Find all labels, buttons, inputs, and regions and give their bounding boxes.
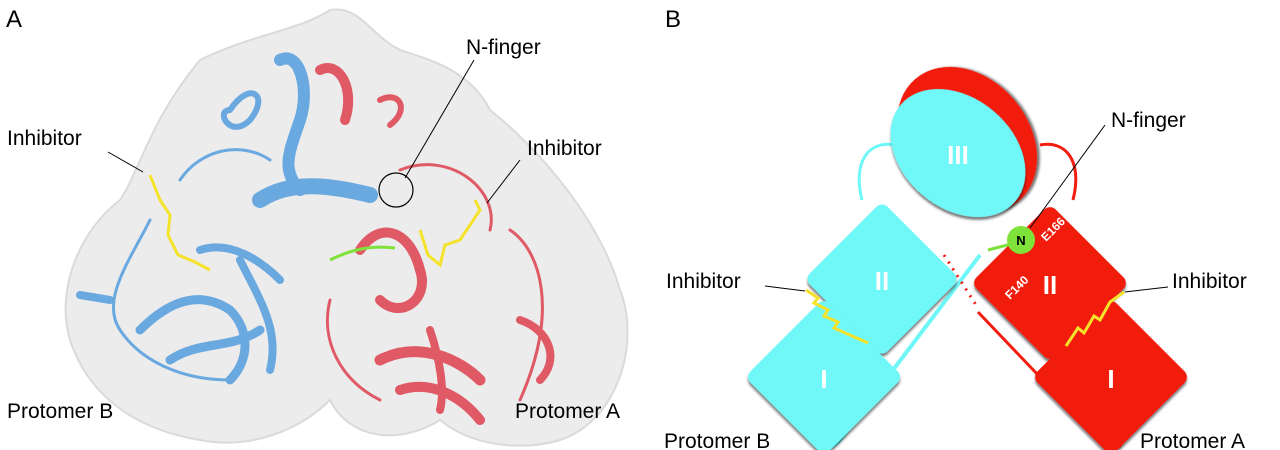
panel-b: B III II I II I F140 E166: [664, 6, 1247, 450]
protomer-b-domain-iii: [890, 88, 1026, 218]
protomer-b-domain-i-label: I: [820, 364, 827, 394]
leader-inhibitor-left: [107, 151, 144, 173]
molecular-surface: [64, 8, 629, 447]
protomer-a-linker: [1039, 142, 1078, 201]
domain-iii-label: III: [947, 140, 969, 170]
label-inhibitor-a: Inhibitor: [1172, 270, 1247, 293]
label-inhibitor-left: Inhibitor: [7, 127, 82, 150]
leader-inhibitor-a: [1124, 286, 1169, 293]
inhibitor-sticks: [148, 174, 482, 272]
label-protomer-a: Protomer A: [515, 400, 620, 423]
n-terminus-circle: [1007, 226, 1035, 254]
protomer-a-domain-i: [1035, 301, 1187, 450]
panel-a-letter: A: [6, 6, 22, 33]
n-finger-residue: [329, 245, 396, 262]
n-terminus-label: N: [1016, 233, 1025, 248]
protomer-b-ribbon: [76, 52, 378, 385]
inhibitor-a: [1064, 290, 1125, 347]
leader-n-finger-b: [1029, 124, 1106, 229]
protomer-b-linker: [857, 142, 896, 201]
protomer-a-domain-i-label: I: [1107, 364, 1114, 394]
protomer-a-domain-ii-label: II: [1043, 270, 1057, 300]
leader-n-finger: [404, 59, 475, 179]
label-inhibitor-right: Inhibitor: [527, 137, 602, 160]
n-finger-circle: [378, 172, 414, 208]
label-inhibitor-b: Inhibitor: [666, 270, 741, 293]
protomer-a-ribbon: [315, 63, 555, 425]
panel-a: A: [6, 6, 629, 447]
leader-inhibitor-right: [486, 159, 521, 204]
protomer-b-domain-ii: [807, 204, 957, 354]
protomer-b-domain-ii-label: II: [875, 266, 889, 296]
label-protomer-b-b: Protomer B: [664, 430, 770, 450]
label-n-finger: N-finger: [466, 36, 541, 59]
leader-inhibitor-b: [764, 285, 806, 292]
label-n-finger-b: N-finger: [1111, 109, 1186, 132]
panel-b-letter: B: [665, 6, 681, 33]
label-protomer-a-b: Protomer A: [1140, 430, 1245, 450]
inhibitor-b: [805, 288, 869, 345]
label-protomer-b: Protomer B: [7, 400, 113, 423]
